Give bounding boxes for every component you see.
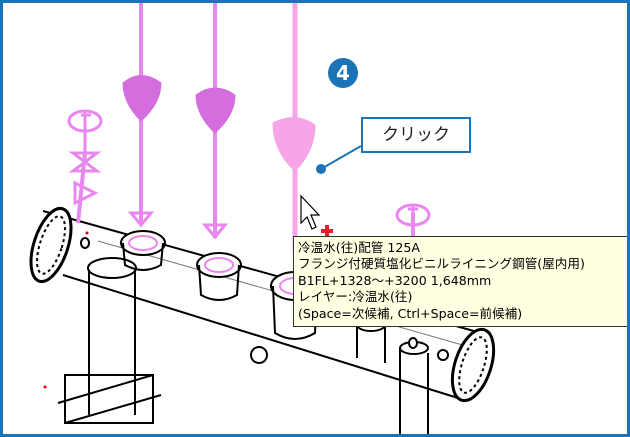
tooltip-line-material: フランジ付硬質塩化ビニルライニング鋼管(屋内用): [298, 256, 585, 272]
gate-valve[interactable]: [67, 109, 103, 206]
branch-fittings: [127, 211, 229, 240]
red-cross-snap-icon: [321, 225, 333, 237]
pipe-bulbs: [122, 75, 316, 172]
element-info-tooltip: 冷温水(往)配管 125A フランジ付硬質塩化ビニルライニング鋼管(屋内用) B…: [293, 236, 627, 327]
tooltip-line-hint: (Space=次候補, Ctrl+Space=前候補): [298, 305, 523, 321]
tooltip-line-range: B1FL+1328～+3200 1,648mm: [298, 272, 492, 288]
callout-leader: [316, 145, 362, 174]
snap-dots: [43, 231, 89, 389]
left-end-flange: [29, 206, 73, 284]
step-number-badge: 4: [328, 58, 358, 88]
click-callout: クリック: [361, 117, 471, 153]
tooltip-line-name: 冷温水(往)配管 125A: [298, 240, 421, 255]
support-legs: [57, 237, 449, 434]
right-end-flange: [450, 327, 496, 403]
arrow-cursor-icon: [300, 194, 321, 230]
piping-drawing[interactable]: [3, 3, 630, 437]
tooltip-line-layer: レイヤー:冷温水(往): [298, 289, 413, 305]
